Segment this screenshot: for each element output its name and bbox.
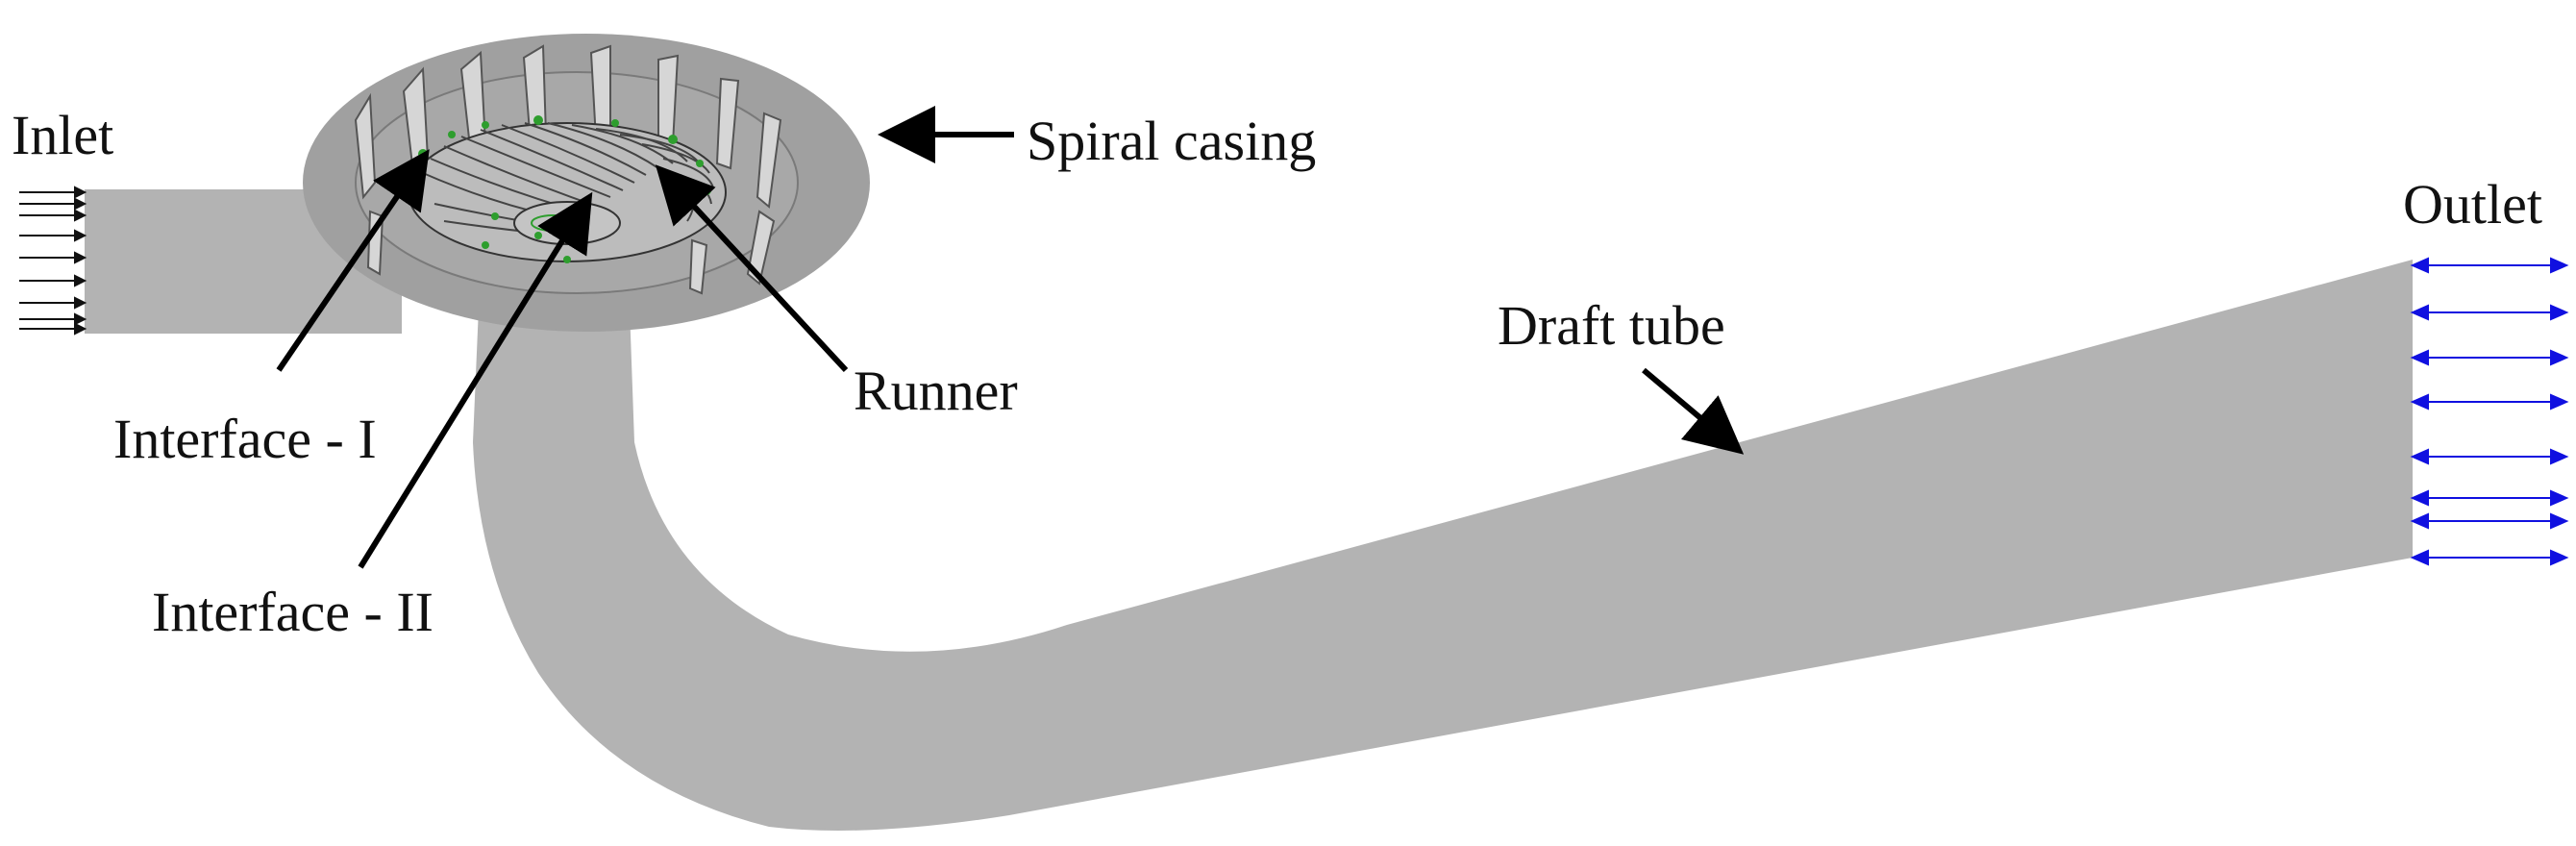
inlet-arrows	[19, 186, 87, 336]
interface-i-leader	[276, 149, 430, 372]
runner-label: Runner	[854, 360, 1018, 422]
spiral-casing-label: Spiral casing	[1027, 110, 1317, 172]
interface-ii-leader	[358, 191, 593, 569]
draft-tube-leader	[1642, 367, 1745, 455]
draft-tube-body	[473, 260, 2413, 831]
guide-vanes	[354, 44, 782, 295]
outlet-label: Outlet	[2403, 173, 2542, 236]
runner-leader	[655, 164, 849, 373]
outlet-arrows	[2410, 257, 2569, 566]
inlet-label: Inlet	[12, 104, 114, 166]
leader-arrows	[276, 106, 1745, 569]
interface-i-label: Interface - I	[113, 408, 377, 470]
interface-ii-label: Interface - II	[152, 581, 433, 643]
draft-tube-label: Draft tube	[1498, 294, 1725, 357]
